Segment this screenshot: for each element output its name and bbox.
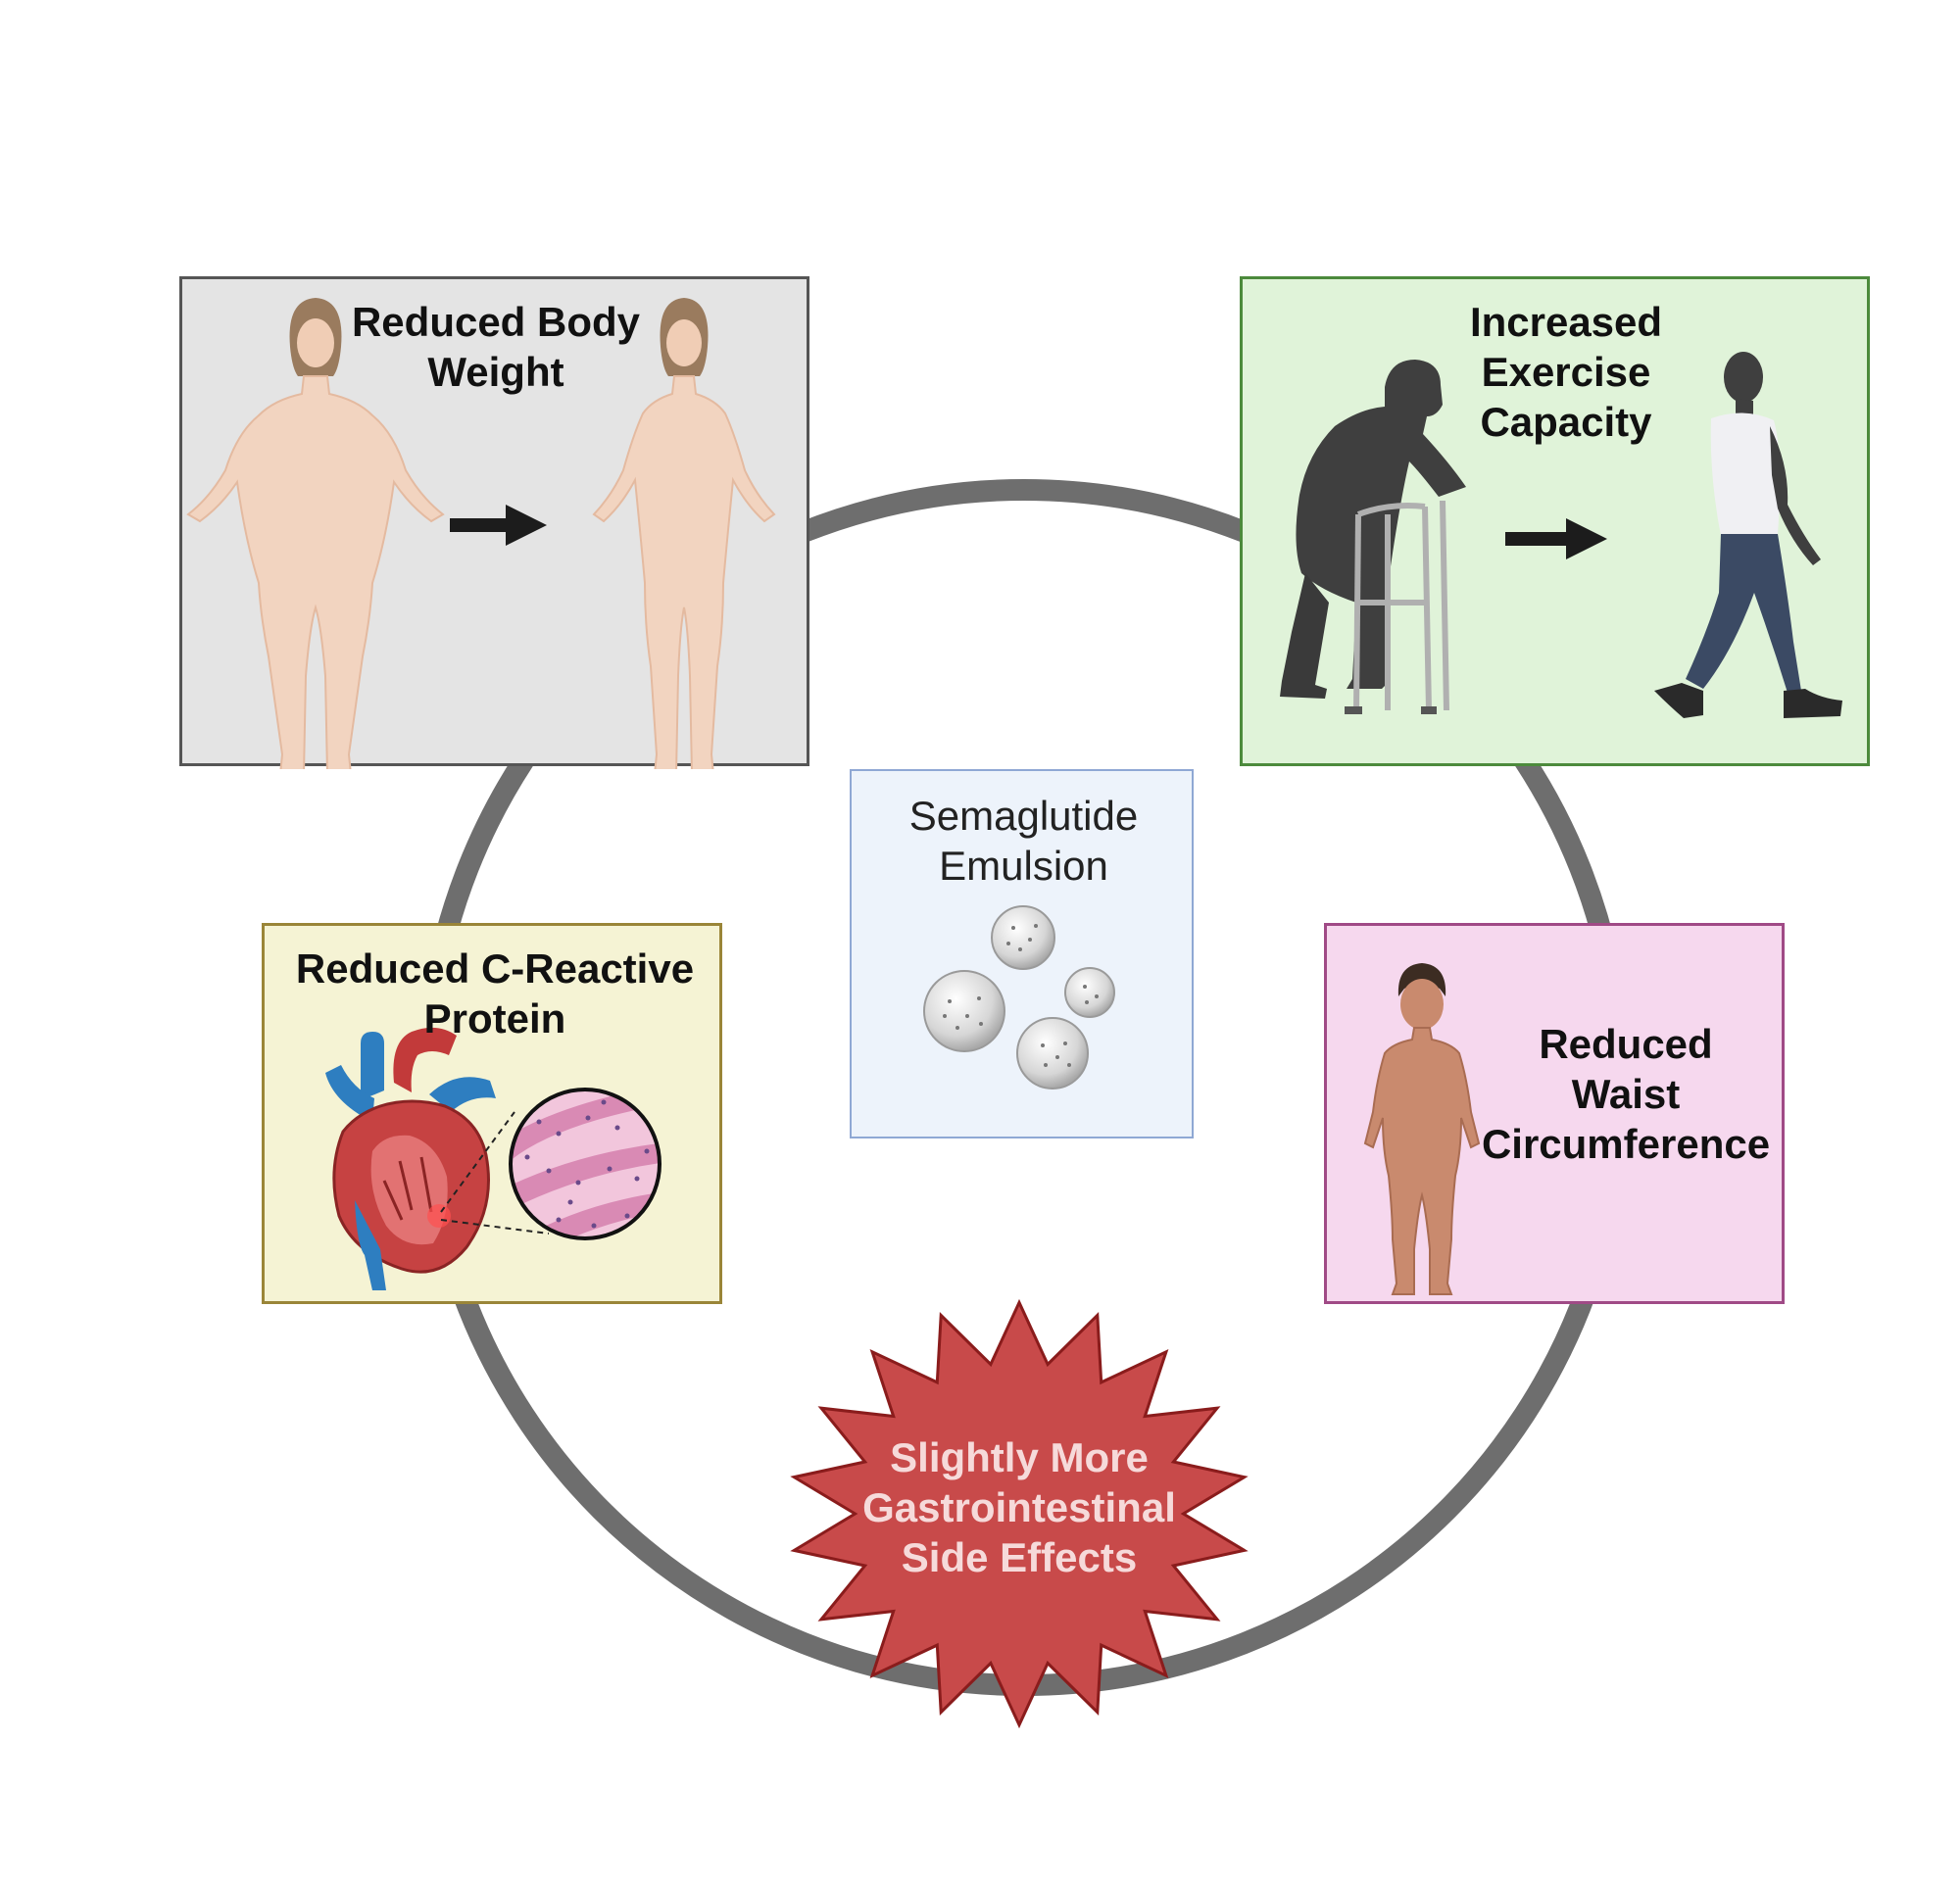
title-line: Waist <box>1571 1071 1681 1117</box>
elderly-walker-icon <box>1280 360 1466 714</box>
side-effects-label: Slightly More Gastrointestinal Side Effe… <box>779 1432 1259 1582</box>
side-effects-line: Gastrointestinal <box>862 1484 1176 1530</box>
starburst-icon <box>790 1298 1249 1729</box>
body-weight-title: Reduced Body Weight <box>349 297 643 397</box>
semaglutide-emulsion-title: Semaglutide Emulsion <box>852 791 1196 891</box>
tissue-magnifier-icon <box>440 1088 662 1240</box>
title-line: Exercise <box>1481 349 1651 395</box>
exercise-capacity-panel: Increased Exercise Capacity <box>1240 276 1870 766</box>
walking-man-icon <box>1654 352 1842 718</box>
woman-after-icon <box>592 298 776 769</box>
emulsion-droplet-icon <box>923 905 1115 1090</box>
semaglutide-emulsion-panel: Semaglutide Emulsion <box>850 769 1194 1138</box>
title-line: Protein <box>423 995 566 1041</box>
title-line: Reduced <box>1539 1021 1713 1067</box>
title-line: Capacity <box>1480 399 1652 445</box>
exercise-capacity-title: Increased Exercise Capacity <box>1419 297 1713 447</box>
c-reactive-protein-panel: Reduced C-Reactive Protein <box>262 923 722 1304</box>
title-line: Emulsion <box>939 843 1108 889</box>
arrow-right-icon <box>450 505 547 546</box>
c-reactive-protein-title: Reduced C-Reactive Protein <box>265 944 725 1043</box>
arrow-right-icon <box>1505 518 1607 559</box>
title-line: Semaglutide <box>908 793 1139 839</box>
heart-icon <box>325 1027 496 1290</box>
waist-circumference-title: Reduced Waist Circumference <box>1464 1019 1788 1169</box>
title-line: Weight <box>427 349 564 395</box>
title-line: Circumference <box>1481 1121 1771 1167</box>
woman-before-icon <box>186 298 445 769</box>
child-body-icon <box>1363 963 1481 1295</box>
waist-circumference-panel: Reduced Waist Circumference <box>1324 923 1785 1304</box>
side-effects-line: Side Effects <box>901 1534 1138 1580</box>
side-effects-line: Slightly More <box>890 1434 1149 1480</box>
title-line: Reduced Body <box>351 299 641 345</box>
title-line: Reduced C-Reactive <box>295 945 695 992</box>
body-weight-panel: Reduced Body Weight <box>179 276 809 769</box>
title-line: Increased <box>1469 299 1663 345</box>
